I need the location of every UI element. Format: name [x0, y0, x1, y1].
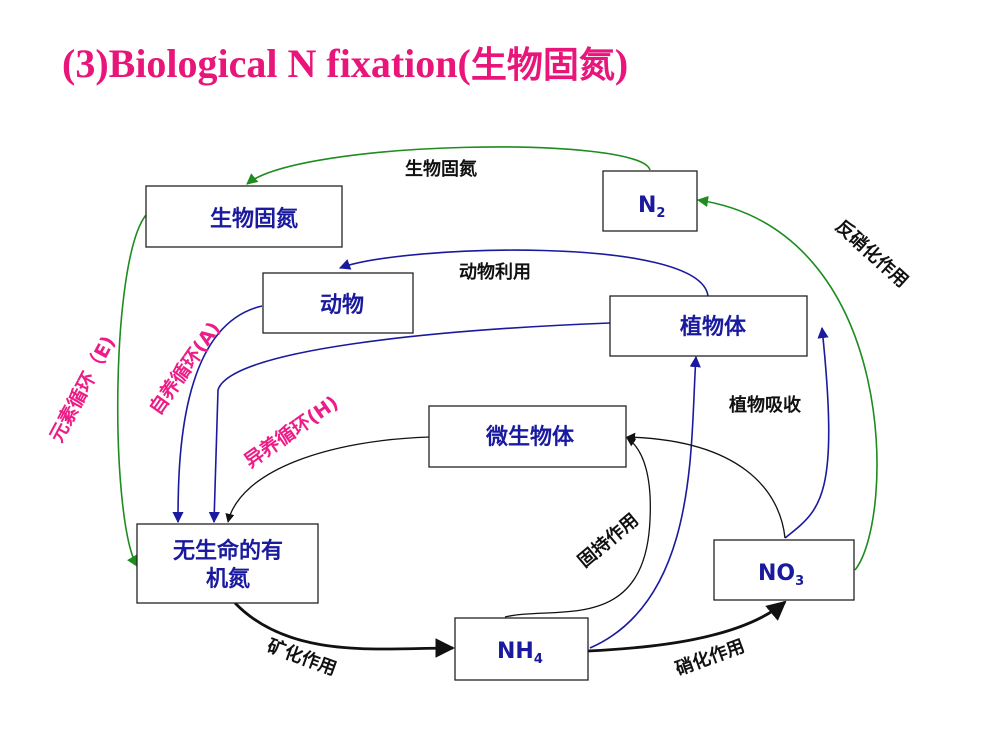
- edge-label-animal-use: 动物利用: [459, 261, 531, 283]
- node-n2: N2: [602, 170, 698, 232]
- node-n2-label: N2: [638, 193, 665, 221]
- arrow-n2-to-biofix: [246, 146, 651, 185]
- node-organic-nitrogen-line2: 机氮: [206, 567, 250, 592]
- node-organic-nitrogen: 无生命的有 机氮: [136, 523, 319, 604]
- node-microbe: 微生物体: [428, 405, 627, 468]
- node-no3: NO3: [713, 539, 855, 601]
- node-biological-fixation: 生物固氮: [145, 185, 343, 248]
- node-nh4: NH4: [454, 617, 589, 681]
- node-plant: 植物体: [609, 295, 808, 357]
- node-biological-fixation-label: 生物固氮: [210, 206, 298, 232]
- node-animal-label: 动物: [320, 292, 364, 318]
- arrow-organic-to-nh4: [233, 602, 455, 658]
- arrow-no3-to-n2: [696, 195, 878, 571]
- node-animal: 动物: [262, 272, 414, 334]
- node-no3-label: NO3: [758, 561, 804, 589]
- arrow-animal-to-organic: [172, 305, 263, 524]
- arrow-plant-to-animal: [338, 249, 709, 297]
- cycle-label-autotrophic: 自养循环(A): [144, 317, 225, 419]
- node-organic-nitrogen-line1: 无生命的有: [173, 538, 283, 564]
- arrow-nh4-to-no3: [587, 600, 787, 653]
- title-chinese: 生物固氮: [470, 44, 615, 86]
- node-nh4-label: NH4: [497, 639, 543, 667]
- node-plant-label: 植物体: [680, 314, 747, 340]
- edge-label-plant-absorb: 植物吸收: [729, 394, 801, 416]
- arrow-nh4-to-microbe: [504, 437, 651, 618]
- edge-label-denitrification: 反硝化作用: [831, 215, 913, 292]
- arrow-plant-to-organic: [208, 322, 611, 524]
- arrow-no3-to-microbe: [626, 432, 786, 539]
- title-close: ): [614, 41, 629, 86]
- arrow-biofix-to-organic: [116, 214, 147, 567]
- node-microbe-label: 微生物体: [485, 424, 575, 450]
- cycle-label-elemental: 元素循环（E): [45, 332, 120, 446]
- edge-label-immobilization: 固持作用: [573, 509, 642, 572]
- page-title: (3)Biological N fixation(生物固氮): [62, 36, 628, 88]
- title-main: (3)Biological N fixation(: [62, 41, 471, 86]
- arrow-no3-to-plant: [784, 326, 830, 539]
- edge-label-bio-fixation: 生物固氮: [405, 158, 477, 180]
- arrow-nh4-to-plant: [589, 355, 701, 649]
- arrow-microbe-to-organic: [225, 436, 431, 523]
- cycle-label-heterotrophic: 异养循环(H): [240, 391, 343, 473]
